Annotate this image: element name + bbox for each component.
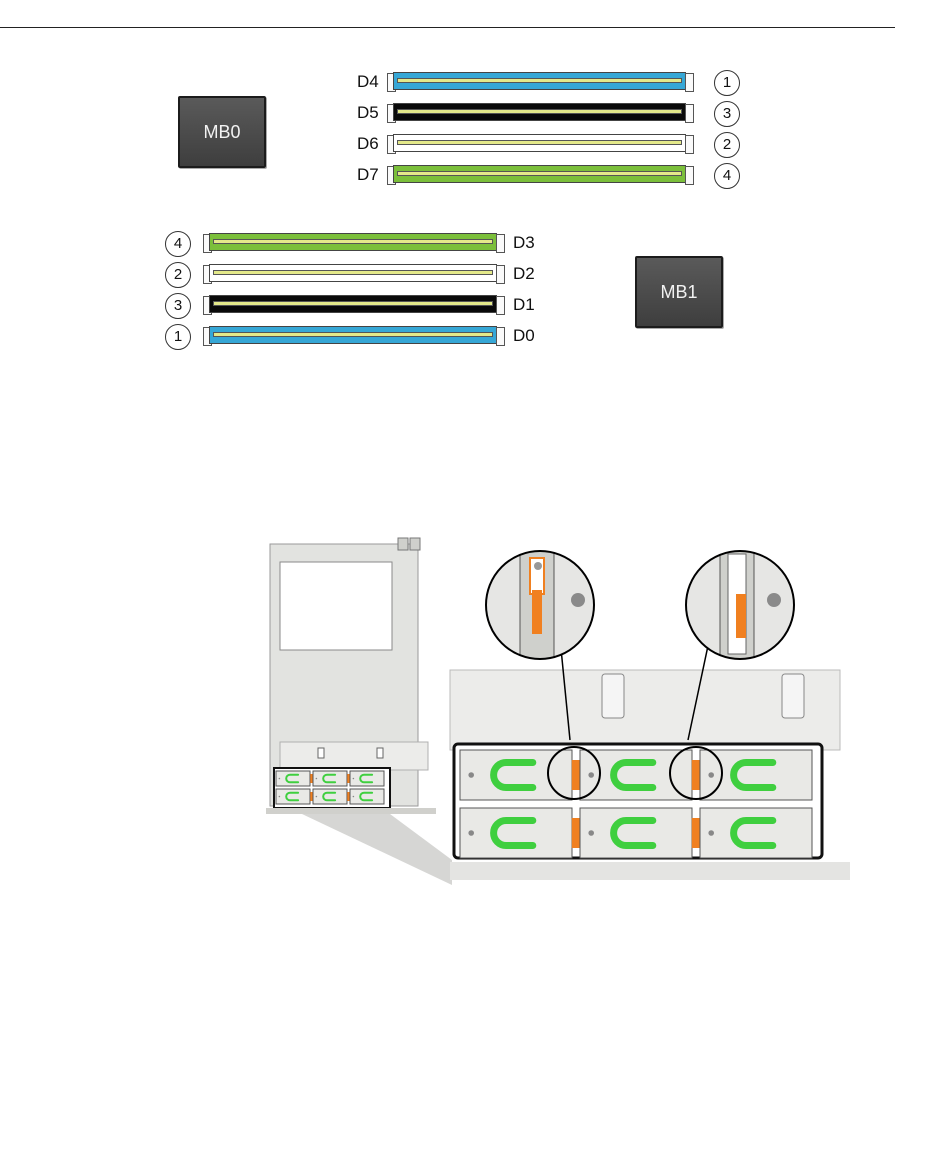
drive-screw: [279, 796, 281, 798]
cpu-chip-mb1: MB1: [635, 256, 723, 328]
drive-bay-frame: [313, 771, 347, 786]
install-order-badge: 3: [165, 293, 191, 319]
slot-label: D1: [513, 295, 543, 315]
install-order-badge: 4: [714, 163, 740, 189]
slot-label: D7: [357, 165, 387, 185]
install-order-badge: 1: [165, 324, 191, 350]
latch-icon: [602, 674, 624, 718]
cpu-label: MB0: [203, 122, 240, 143]
dimm-stripe: [397, 140, 682, 145]
drive-bay-frame: [460, 750, 572, 800]
latch-icon: [782, 674, 804, 718]
magnified-indicator-view-left: [482, 550, 602, 660]
cpu-label: MB1: [660, 282, 697, 303]
slot-clip: [685, 135, 694, 154]
slot-label: D3: [513, 233, 543, 253]
magnification-cone: [302, 814, 452, 885]
drive-bay: [350, 771, 384, 786]
drive-bay: [313, 771, 350, 786]
dimm-stripe: [213, 239, 493, 244]
slot-label: D6: [357, 134, 387, 154]
install-order-badge: 2: [165, 262, 191, 288]
drive-bay: [276, 771, 313, 786]
drive-bay: [350, 789, 384, 804]
drive-bay-frame: [276, 771, 310, 786]
install-order-badge: 3: [714, 101, 740, 127]
slot-label: D0: [513, 326, 543, 346]
slot-clip: [496, 296, 505, 315]
slot-label: D5: [357, 103, 387, 123]
drive-bay-illustration: [262, 530, 862, 890]
status-indicator: [347, 792, 349, 801]
status-indicator: [310, 774, 312, 783]
drive-screw: [468, 772, 474, 778]
slot-clip: [685, 73, 694, 92]
dimm-stripe: [397, 109, 682, 114]
drive-bay: [700, 808, 812, 858]
slot-clip: [496, 327, 505, 346]
drive-screw: [588, 830, 594, 836]
drive-cage-enlarged: [450, 670, 850, 880]
install-order-badge: 4: [165, 231, 191, 257]
drive-bay: [460, 808, 580, 858]
drive-screw: [316, 778, 318, 780]
drive-bay: [276, 789, 313, 804]
slot-label: D4: [357, 72, 387, 92]
dimm-stripe: [213, 270, 493, 275]
status-indicator: [692, 760, 700, 790]
drive-bay: [580, 750, 700, 800]
drive-bay: [460, 750, 580, 800]
drive-bay-frame: [700, 808, 812, 858]
header-rule: [0, 27, 895, 28]
drive-screw: [279, 778, 281, 780]
dimm-stripe: [397, 78, 682, 83]
magnified-indicator-view-right: [682, 550, 802, 660]
drive-screw: [708, 772, 714, 778]
status-indicator: [692, 818, 700, 848]
drive-bay-frame: [350, 789, 384, 804]
slot-clip: [496, 265, 505, 284]
dimm-stripe: [213, 332, 493, 337]
drive-screw: [353, 796, 355, 798]
drive-screw: [316, 796, 318, 798]
drive-bay-frame: [313, 789, 347, 804]
drive-screw: [588, 772, 594, 778]
slot-clip: [685, 166, 694, 185]
slot-clip: [685, 104, 694, 123]
install-order-badge: 2: [714, 132, 740, 158]
drive-bay-frame: [276, 789, 310, 804]
server-front-panel: [266, 538, 436, 814]
slot-label: D2: [513, 264, 543, 284]
status-indicator: [347, 774, 349, 783]
drive-screw: [353, 778, 355, 780]
status-indicator: [310, 792, 312, 801]
drive-screw: [708, 830, 714, 836]
dimm-stripe: [213, 301, 493, 306]
install-order-badge: 1: [714, 70, 740, 96]
status-indicator: [572, 760, 580, 790]
dimm-stripe: [397, 171, 682, 176]
drive-screw: [468, 830, 474, 836]
drive-bay-frame: [350, 771, 384, 786]
drive-bay-frame: [580, 808, 692, 858]
cpu-chip-mb0: MB0: [178, 96, 266, 168]
drive-bay-frame: [460, 808, 572, 858]
drive-bay: [313, 789, 350, 804]
dimm-slot: D22: [165, 264, 555, 284]
drive-bay: [580, 808, 700, 858]
slot-clip: [496, 234, 505, 253]
status-indicator: [572, 818, 580, 848]
